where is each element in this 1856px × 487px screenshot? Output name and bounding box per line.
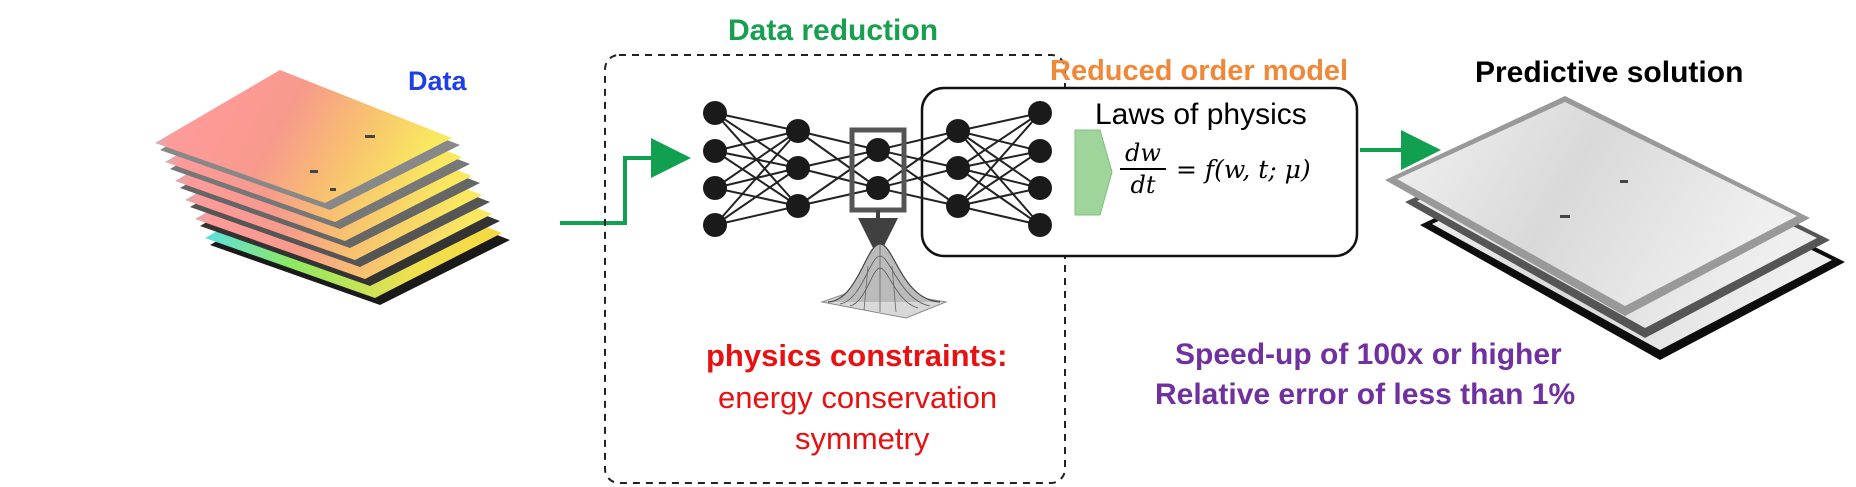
nn-edge xyxy=(714,112,799,132)
nn-node xyxy=(703,139,727,163)
nn-edge xyxy=(957,112,1041,132)
predictive-solution-label: Predictive solution xyxy=(1475,56,1744,89)
nn-node xyxy=(703,176,727,200)
nn-node xyxy=(1028,176,1052,200)
nn-node xyxy=(703,213,727,237)
nn-edge xyxy=(714,130,799,226)
gaussian-surface xyxy=(820,243,948,319)
equation-denominator: dt xyxy=(1130,171,1156,199)
prediction-layer xyxy=(1385,96,1810,316)
nn-node xyxy=(1028,101,1052,125)
nn-nodes xyxy=(703,101,1052,237)
rom-label: Reduced order model xyxy=(1050,55,1349,87)
nn-node xyxy=(946,156,970,180)
nn-edge xyxy=(797,130,879,151)
laws-of-physics-label: Laws of physics xyxy=(1095,98,1307,131)
equation-fraction-bar xyxy=(1120,168,1166,170)
equation: dw dt = f(w, t; μ) xyxy=(1120,138,1350,208)
nn-edge xyxy=(797,187,879,207)
nn-node xyxy=(1028,139,1052,163)
nn-node xyxy=(946,119,970,143)
nn-edge xyxy=(877,187,959,207)
nn-edge xyxy=(714,167,799,226)
nn-edges xyxy=(714,112,1041,226)
green-wedge-icon xyxy=(1074,129,1113,216)
data-reduction-box xyxy=(604,54,1066,484)
nn-node xyxy=(866,176,890,200)
nn-edge xyxy=(957,150,1041,207)
nn-edge xyxy=(957,112,1041,207)
nn-edge xyxy=(714,130,799,189)
nn-node xyxy=(946,194,970,218)
nn-node xyxy=(786,156,810,180)
data-stack xyxy=(155,70,510,305)
nn-node xyxy=(1028,213,1052,237)
nn-edge xyxy=(877,130,959,189)
data-label: Data xyxy=(408,66,467,96)
prediction-stack xyxy=(1385,96,1845,360)
equation-rhs: = f(w, t; μ) xyxy=(1176,155,1311,184)
equation-fraction: dw dt xyxy=(1120,138,1166,200)
nn-edge xyxy=(877,167,959,189)
data-layer xyxy=(155,70,460,210)
nn-edge xyxy=(797,149,879,169)
nn-edge xyxy=(957,187,1041,207)
nn-node xyxy=(703,101,727,125)
error-text: Relative error of less than 1% xyxy=(1155,378,1576,411)
nn-edge xyxy=(714,205,799,226)
nn-node xyxy=(786,119,810,143)
nn-edge xyxy=(957,205,1041,226)
speedup-text: Speed-up of 100x or higher xyxy=(1175,338,1562,371)
equation-numerator: dw xyxy=(1125,139,1161,167)
constraint-energy-conservation: energy conservation xyxy=(718,380,998,415)
nn-node xyxy=(866,138,890,162)
nn-edge xyxy=(797,149,879,207)
nn-edge xyxy=(957,112,1041,169)
physics-constraints-title: physics constraints: xyxy=(706,338,1008,373)
nn-edge xyxy=(877,130,959,151)
nn-edge xyxy=(714,130,799,152)
arrow-data-to-reduction xyxy=(560,138,691,225)
data-reduction-label: Data reduction xyxy=(728,14,939,47)
nn-node xyxy=(786,194,810,218)
constraint-symmetry: symmetry xyxy=(795,421,930,456)
